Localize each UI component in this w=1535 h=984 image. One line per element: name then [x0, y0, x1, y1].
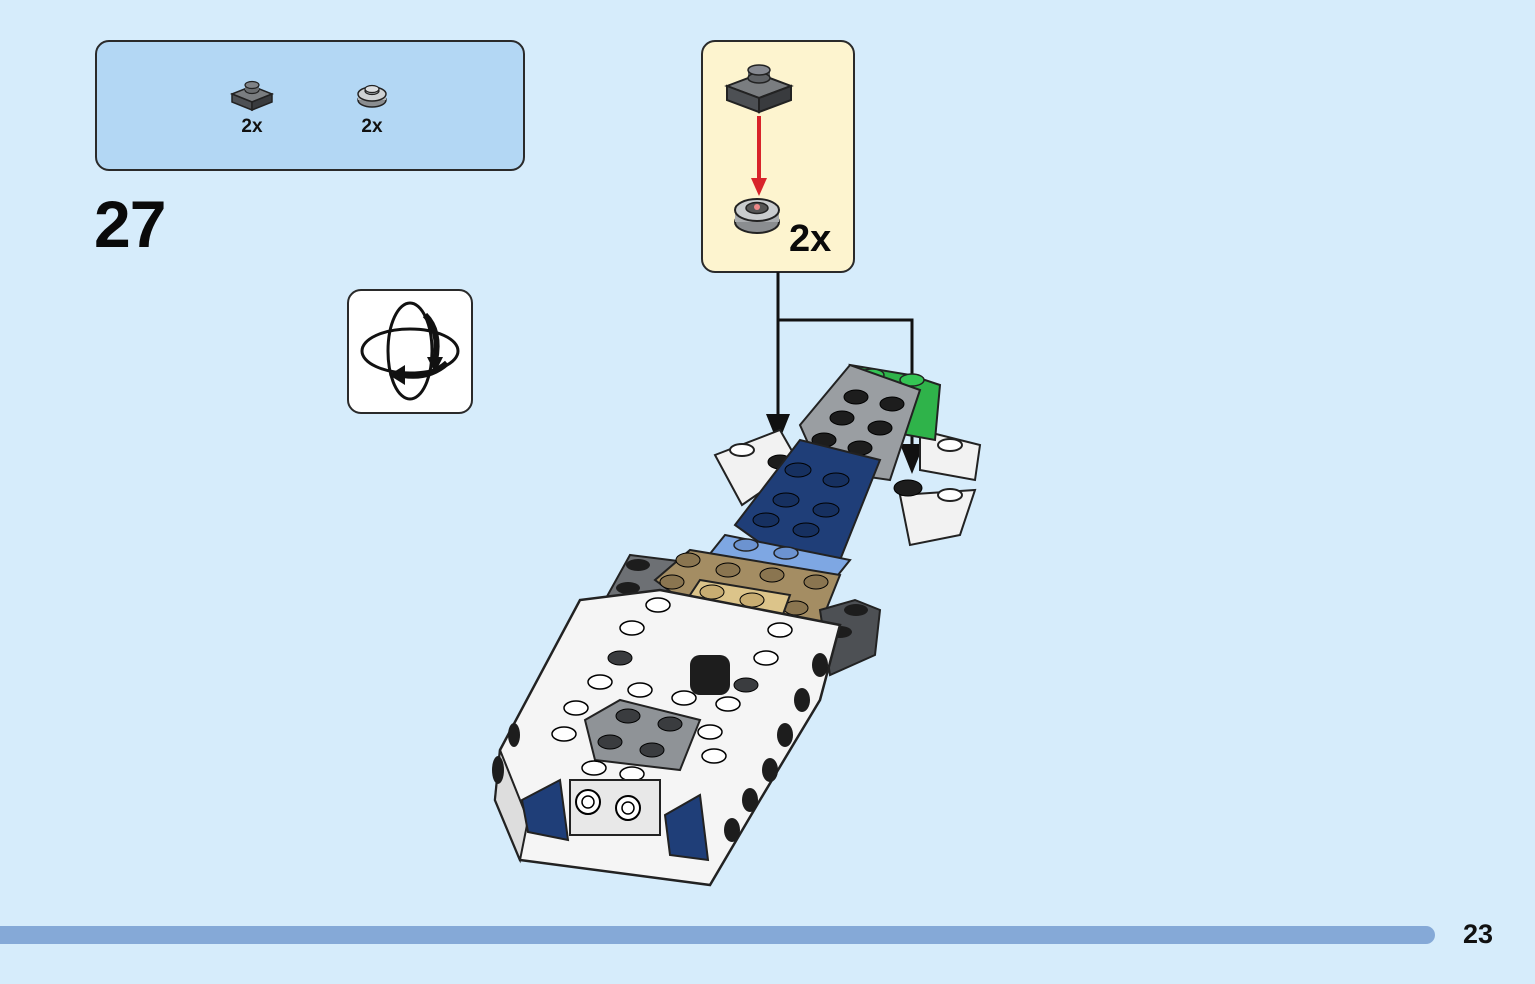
rotate-indicator [347, 289, 473, 414]
dark-gray-plate-1x1-icon [229, 80, 275, 112]
subassembly-callout: 2x [701, 40, 855, 273]
part-quantity: 2x [241, 116, 263, 137]
page-number: 23 [1463, 919, 1494, 949]
part-item-dark-gray-plate: 2x [217, 78, 287, 138]
part-item-round-plate: 2x [337, 78, 407, 138]
parts-list-callout: 2x 2x [95, 40, 525, 171]
model-illustration [492, 363, 982, 887]
round-plate-1x1-icon [357, 84, 387, 108]
subassembly-illustration [724, 64, 794, 234]
part-quantity: 2x [361, 116, 383, 137]
footer-progress-bar [0, 926, 1435, 944]
subassembly-quantity: 2x [789, 218, 832, 260]
placement-arrows [766, 272, 924, 474]
rotate-model-icon [360, 301, 460, 401]
step-number: 27 [94, 187, 166, 261]
